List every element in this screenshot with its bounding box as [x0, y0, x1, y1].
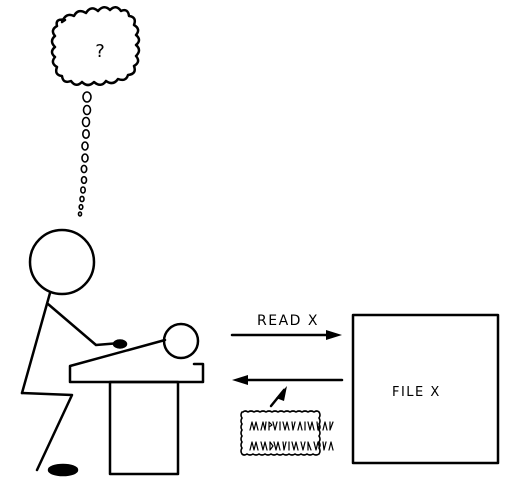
garbled-line-2	[249, 441, 334, 451]
data-pointer	[269, 386, 287, 408]
figure-upper-leg	[20, 391, 74, 472]
thought-dot	[81, 116, 91, 128]
figure-arm	[46, 302, 122, 347]
thought-dot	[81, 153, 89, 163]
thought-cloud: ?	[50, 6, 141, 87]
file-box: FILE X	[351, 313, 500, 465]
request-arrowhead	[326, 330, 342, 340]
garbled-line-1	[249, 421, 334, 431]
thought-dot	[80, 175, 88, 185]
terminal-stand	[108, 380, 180, 476]
data-pointer-head	[276, 386, 287, 401]
thought-dot	[80, 164, 88, 174]
thought-cloud-outline	[50, 6, 141, 87]
figure-torso	[20, 291, 52, 395]
thought-dot	[82, 104, 92, 116]
thought-dot	[78, 203, 84, 211]
question-mark: ?	[95, 41, 105, 62]
thought-dot	[82, 129, 91, 140]
figure-hand	[112, 339, 128, 349]
response-arrow	[232, 375, 344, 385]
thought-dot	[80, 186, 87, 194]
figure-head	[28, 228, 96, 296]
figure-foot	[47, 463, 79, 477]
stick-figure	[20, 228, 128, 477]
terminal	[68, 322, 205, 476]
file-box-label: FILE X	[392, 385, 441, 400]
response-arrowhead	[232, 375, 248, 385]
garbled-text	[249, 421, 334, 451]
terminal-body	[68, 338, 205, 384]
file-box-outline	[351, 313, 500, 465]
thought-dot	[81, 141, 89, 151]
garbled-box-outline	[240, 410, 321, 456]
request-arrow-label: READ X	[257, 313, 319, 329]
thought-dot	[79, 195, 85, 203]
thought-dot	[77, 211, 83, 217]
request-arrow: READ X	[230, 313, 342, 340]
garbled-data-box	[240, 410, 334, 456]
thought-dot	[82, 91, 92, 103]
thought-trail	[77, 91, 92, 217]
terminal-roller	[162, 322, 200, 360]
